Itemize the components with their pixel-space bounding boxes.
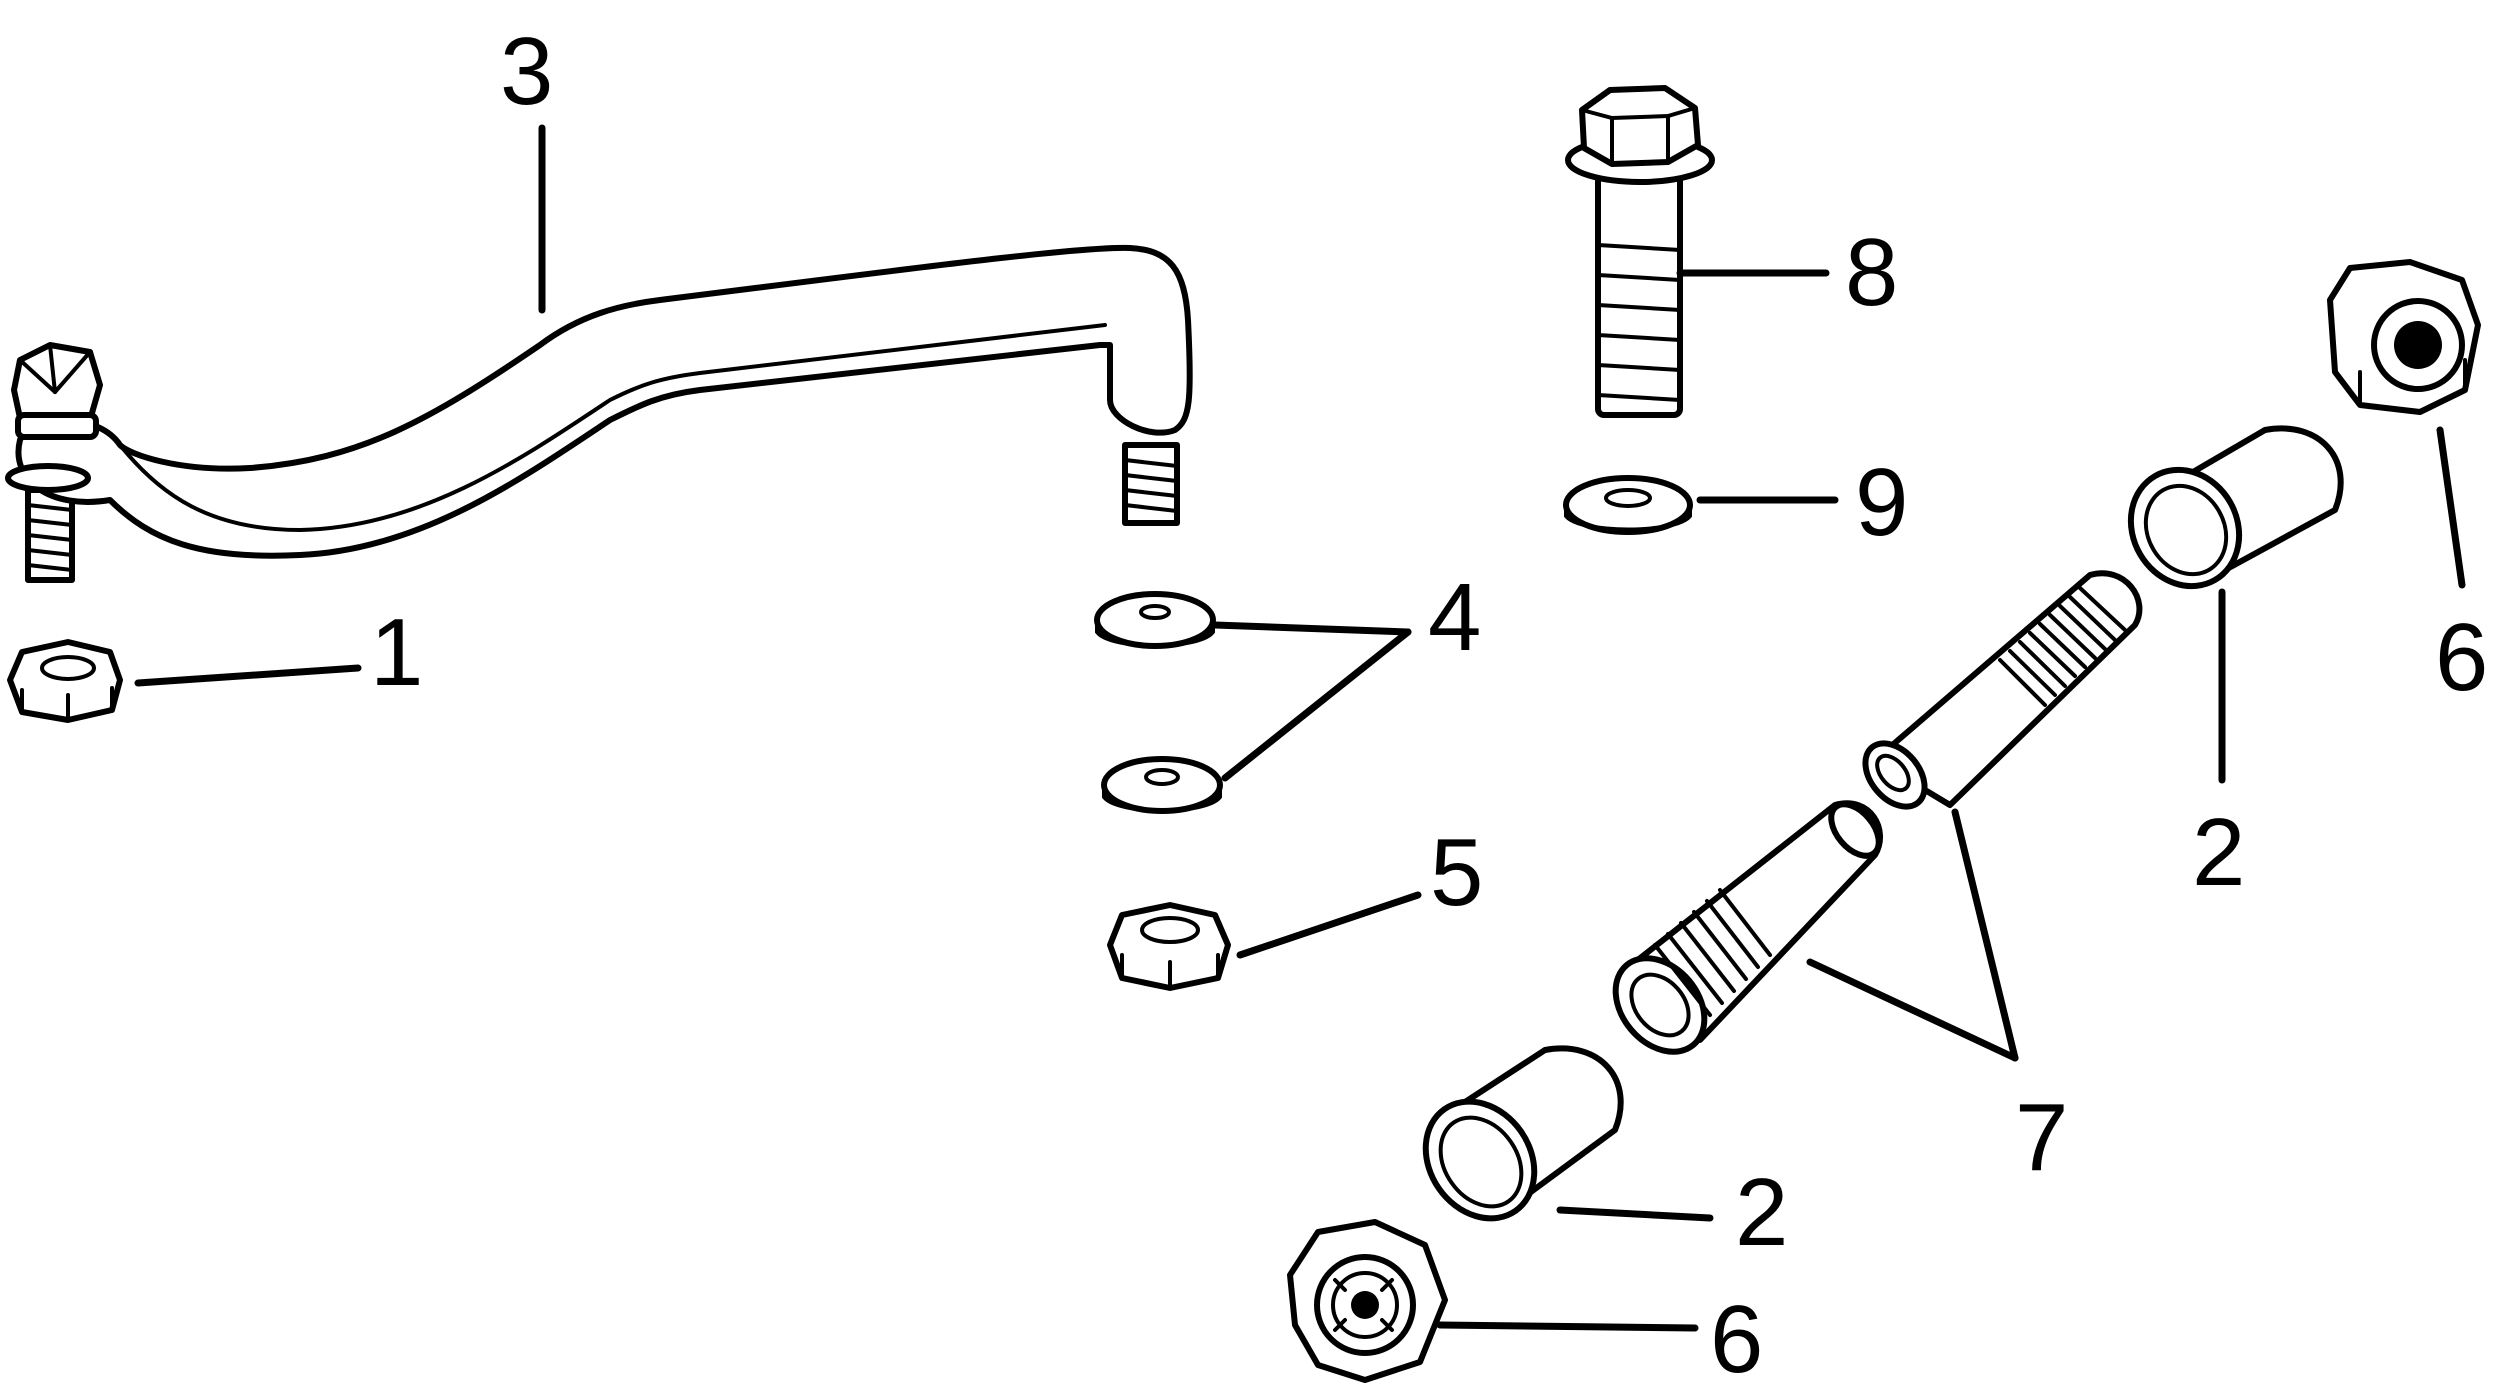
sleeve-lower-part-2	[1422, 1045, 1624, 1222]
callout-3: 3	[500, 18, 553, 125]
leader-2-lower	[1556, 1206, 1714, 1222]
leader-4-lower	[1221, 628, 1412, 782]
leader-lines	[134, 124, 2466, 1332]
callout-8: 8	[1845, 219, 1898, 326]
leader-6-lower	[1436, 1321, 1699, 1332]
washer-lower-part-4	[1101, 756, 1223, 814]
callout-2-upper: 2	[2192, 799, 2245, 906]
leader-6-upper	[2436, 426, 2466, 589]
leader-4-upper	[1211, 621, 1412, 636]
callout-9: 9	[1855, 449, 1908, 556]
leader-5	[1236, 891, 1422, 959]
sleeve-upper-part-2	[2127, 425, 2344, 590]
callout-2-lower: 2	[1735, 1159, 1788, 1266]
adjuster-tube-upper-part-7	[1862, 570, 2143, 810]
locknut-lower-part-6	[1287, 1219, 1448, 1383]
callout-5: 5	[1430, 819, 1483, 926]
bolt-part-8	[1565, 85, 1715, 418]
leader-7-a	[1806, 958, 2019, 1062]
adjuster-tube-lower-part-7	[1612, 800, 1883, 1055]
washer-part-9	[1563, 475, 1693, 535]
link-rod	[5, 244, 1193, 583]
locknut-upper-part-6	[2327, 259, 2481, 415]
callout-4: 4	[1428, 564, 1481, 671]
nut-part-5	[1107, 902, 1231, 991]
callout-7: 7	[2015, 1084, 2068, 1191]
washer-upper-part-4	[1094, 591, 1216, 649]
callout-6-upper: 6	[2435, 604, 2488, 711]
leader-1	[134, 664, 362, 687]
callout-6-lower: 6	[1710, 1286, 1763, 1393]
nut-part-1	[7, 639, 123, 723]
callout-1: 1	[370, 599, 423, 706]
leader-7-b	[1951, 808, 2019, 1062]
